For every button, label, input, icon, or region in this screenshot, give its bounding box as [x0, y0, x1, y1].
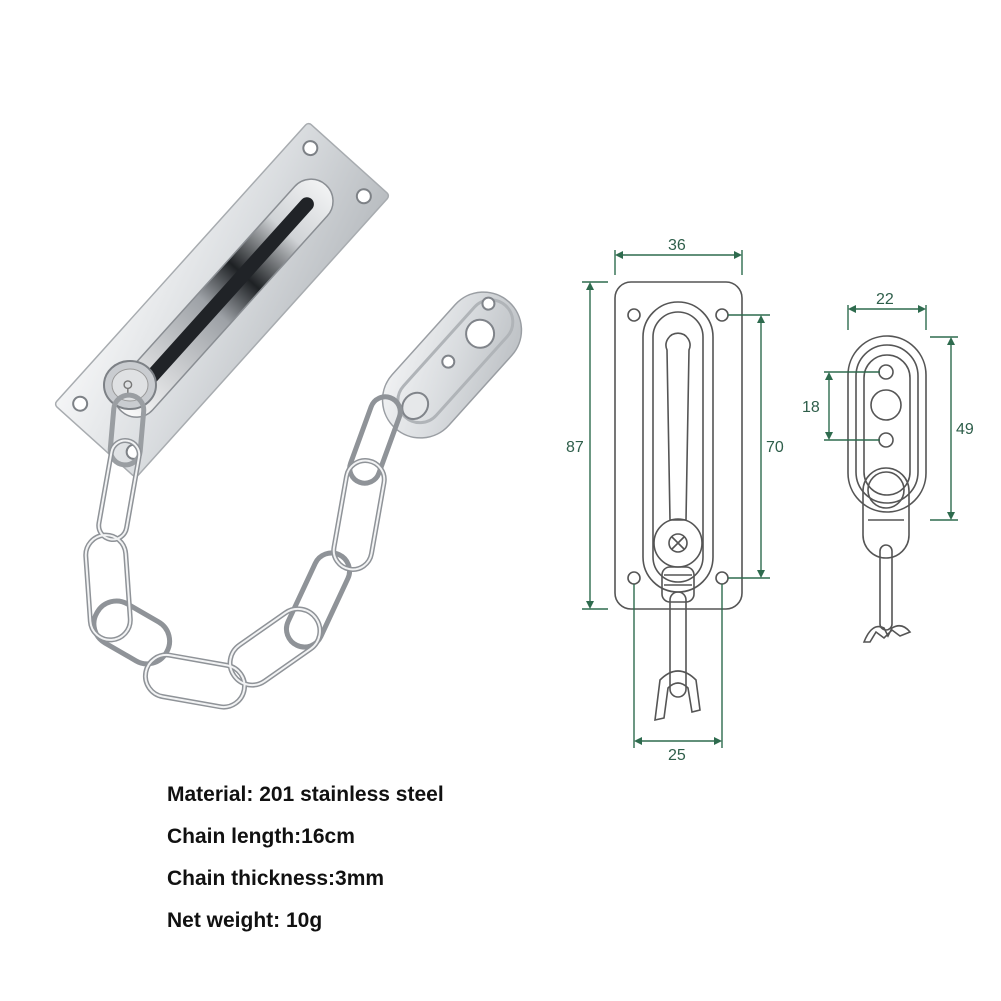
keeper-width-label: 22 [876, 291, 894, 308]
keeper-dimension-lines [824, 305, 958, 521]
spec-list: Material: 201 stainless steel Chain leng… [167, 781, 444, 949]
keeper-height-label: 49 [956, 421, 974, 438]
keeper-plate [381, 291, 523, 439]
slider-knob: ⚲ [103, 360, 157, 410]
spec-chain-thickness: Chain thickness:3mm [167, 867, 385, 890]
main-dimension-lines [582, 250, 770, 748]
hole-spacing-label: 25 [668, 747, 686, 764]
main-plate-outline [614, 281, 743, 722]
keeper-outline [847, 335, 927, 643]
spec-material: Material: 201 stainless steel [167, 783, 444, 806]
keeper-hole-spacing-label: 18 [802, 399, 820, 416]
spec-net-weight: Net weight: 10g [167, 909, 323, 932]
slot-length-label: 70 [766, 439, 784, 456]
spec-chain-length: Chain length:16cm [167, 825, 355, 848]
svg-text:⚲: ⚲ [122, 377, 134, 396]
chain-highlight [84, 439, 386, 709]
width-label: 36 [668, 237, 686, 254]
height-label: 87 [566, 439, 584, 456]
